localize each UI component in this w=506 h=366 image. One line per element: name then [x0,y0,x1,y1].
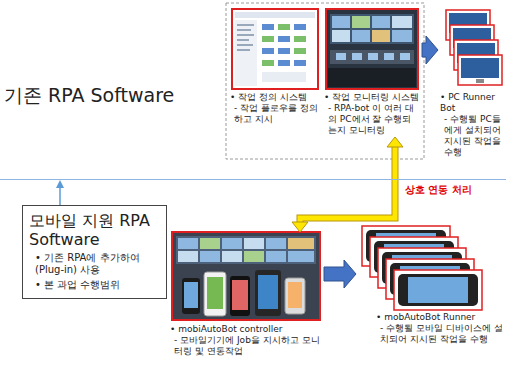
arrow-head [387,137,403,147]
node-text: • 본 과업 수행범위 [29,279,160,291]
node-heading: • 작업 모니터링 시스템 [324,92,420,103]
system-item: • 작업 정의 시스템- 작업 플로우를 정의하고 지시 [230,8,320,125]
flow-editor-screenshot [232,9,318,89]
runner-item: • PC Runner Bot- 수행될 PC들에게 설치되어 지시된 작업을 … [440,8,503,158]
mobile-device-stack [362,226,482,310]
system-item: • 작업 모니터링 시스템- RPA-bot 이 여러 대의 PC에서 잘 수행… [324,8,420,136]
connector [56,180,64,205]
node-text: - 수행될 PC들에게 설치되어 지시된 작업을 수행 [440,114,503,158]
pc-monitor-stack [446,10,502,85]
connector [292,137,403,232]
block-arrow [422,36,438,64]
controller-photo [172,232,320,320]
group-dashed-box [226,3,424,159]
node-text: • 기존 RPA에 추가하여 (Plug-in) 사용 [29,252,160,276]
block-arrow [324,260,356,288]
node-heading: • mobAutoBot Runner [376,312,504,323]
connector [422,36,438,64]
runner-item: • mobAutoBot Runner- 수행될 모바일 디바이스에 설치되어 … [358,224,504,345]
arrow-head [56,180,64,188]
control-room-photo [326,9,418,89]
node-text: - 수행될 모바일 디바이스에 설치되어 지시된 작업을 수행 [376,323,504,345]
system-band: 기존 RPA Software • 작업 정의 시스템- 작업 플로우를 정의하고… [0,0,506,180]
scope-box: 모바일 지원 RPA Software • 기존 RPA에 추가하여 (Plug-… [22,205,167,299]
node-text: - RPA-bot 이 여러 대의 PC에서 잘 수행되는지 모니터링 [324,103,420,136]
connector-line [300,145,395,224]
node-text: - 작업 플로우를 정의하고 지시 [230,103,320,125]
connector-line [59,186,61,205]
connector-outline [300,145,395,224]
connector [324,260,356,288]
node-text: - 모바일기기에 Job을 지시하고 모니터링 및 연동작업 [170,335,322,357]
controller-item: • mobiAutoBot controller- 모바일기기에 Job을 지시… [170,232,322,357]
arrow-head [292,222,308,232]
node-heading: 기존 RPA Software [4,84,174,107]
node-heading: • 작업 정의 시스템 [230,92,320,103]
connector-label: 상호 연동 처리 [403,184,474,196]
node-heading: • PC Runner Bot [440,92,503,114]
node-heading: 모바일 지원 RPA Software [29,211,160,249]
node-heading: • mobiAutoBot controller [170,324,322,335]
